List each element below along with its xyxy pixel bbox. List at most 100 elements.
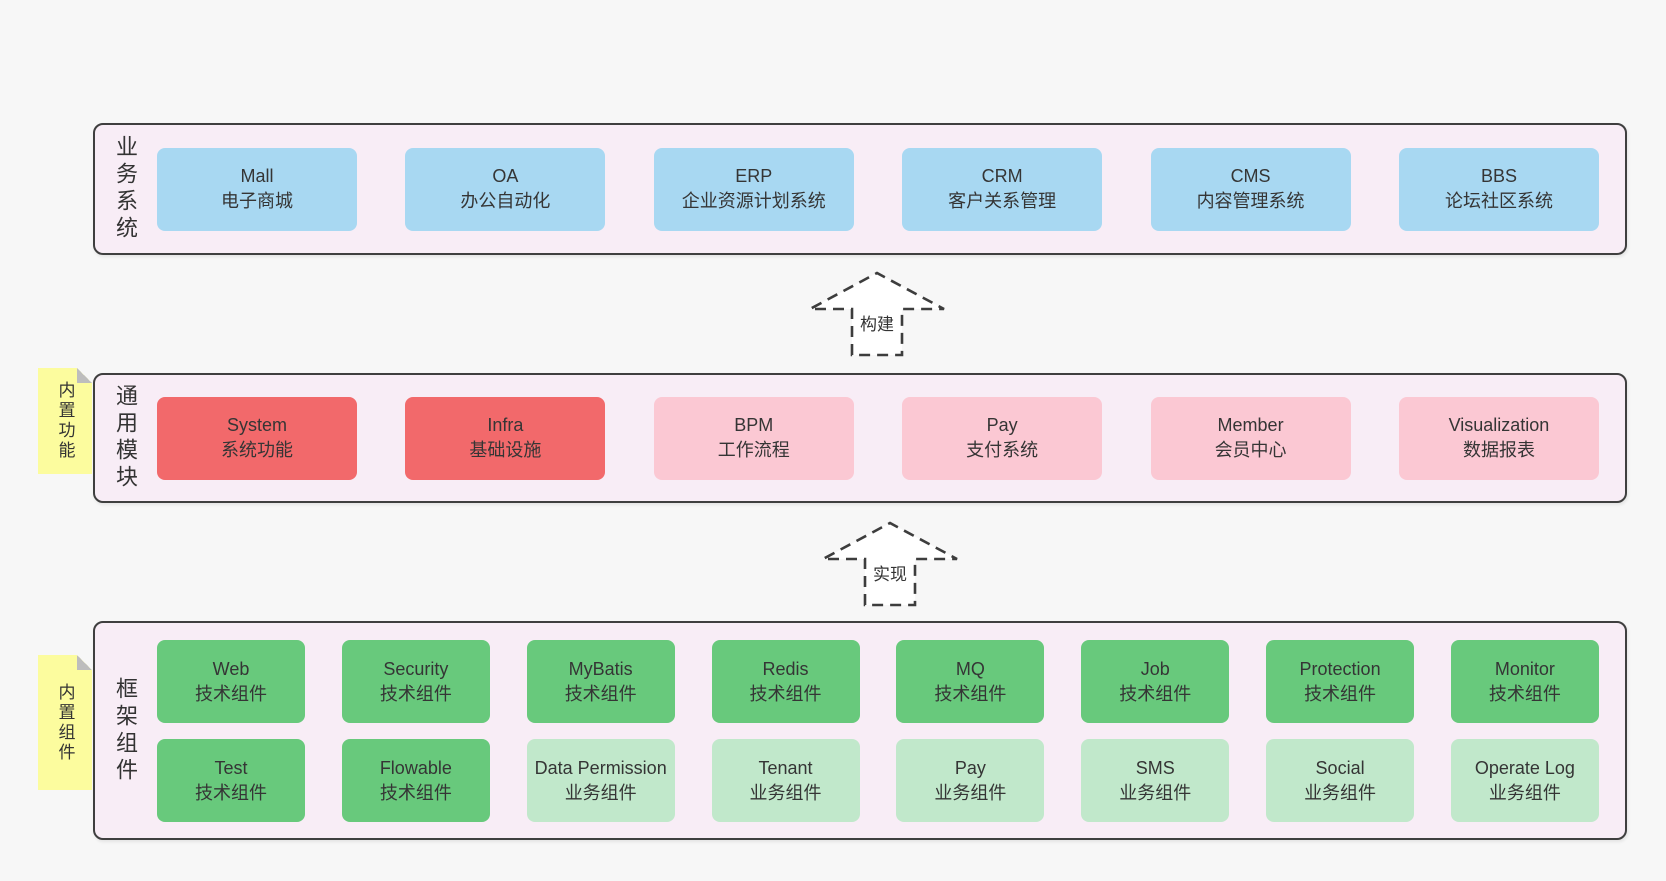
band-boxes: System 系统功能 Infra 基础设施 BPM 工作流程 Pay 支付系统… xyxy=(141,375,1625,501)
band-label-business-systems: 业务系统 xyxy=(113,135,138,243)
box-subtitle: 内容管理系统 xyxy=(1196,191,1305,211)
box-subtitle: 业务组件 xyxy=(1488,782,1561,803)
box-title: Pay xyxy=(986,415,1018,435)
box-title: Operate Log xyxy=(1474,757,1575,778)
sticky-note-built-in-features: 内置功能 xyxy=(38,368,92,474)
box-sms: SMS 业务组件 xyxy=(1081,739,1230,822)
arrow-implement-label: 实现 xyxy=(870,564,910,586)
box-title: Job xyxy=(1140,658,1170,679)
box-subtitle: 业务组件 xyxy=(564,782,637,803)
box-test: Test 技术组件 xyxy=(157,739,305,822)
box-oa: OA 办公自动化 xyxy=(405,147,606,231)
box-data-permission: Data Permission 业务组件 xyxy=(526,739,675,822)
box-infra: Infra 基础设施 xyxy=(405,396,606,480)
sticky-text: 内置功能 xyxy=(55,381,75,461)
box-mall: Mall 电子商城 xyxy=(157,147,357,231)
box-operate-log: Operate Log 业务组件 xyxy=(1450,739,1599,822)
box-title: Member xyxy=(1217,415,1284,435)
box-title: Tenant xyxy=(758,757,813,778)
box-title: MyBatis xyxy=(568,658,633,679)
box-subtitle: 业务组件 xyxy=(1119,782,1192,803)
box-subtitle: 客户关系管理 xyxy=(948,191,1057,211)
box-subtitle: 系统功能 xyxy=(221,440,293,460)
box-title: Social xyxy=(1315,757,1365,778)
box-pay-component: Pay 业务组件 xyxy=(896,739,1045,822)
arrow-build: 构建 xyxy=(805,270,949,358)
sticky-text: 内置组件 xyxy=(55,682,75,763)
box-subtitle: 技术组件 xyxy=(195,782,267,803)
box-member: Member 会员中心 xyxy=(1150,396,1351,480)
band-label-common-modules: 通用模块 xyxy=(113,384,138,492)
box-subtitle: 会员中心 xyxy=(1214,440,1287,460)
box-title: Protection xyxy=(1299,658,1381,679)
box-pay-system: Pay 支付系统 xyxy=(902,396,1103,480)
box-security: Security 技术组件 xyxy=(341,640,490,723)
arrow-implement: 实现 xyxy=(818,520,962,608)
box-protection: Protection 技术组件 xyxy=(1266,640,1415,723)
box-visualization: Visualization 数据报表 xyxy=(1398,396,1599,480)
box-subtitle: 技术组件 xyxy=(934,683,1007,704)
band-boxes: Mall 电子商城 OA 办公自动化 ERP 企业资源计划系统 CRM 客户关系… xyxy=(141,125,1625,253)
box-flowable: Flowable 技术组件 xyxy=(341,739,490,822)
band-label-framework-components: 框架组件 xyxy=(113,676,138,785)
band-boxes: Web 技术组件 Security 技术组件 MyBatis 技术组件 Redi… xyxy=(141,623,1625,838)
box-title: System xyxy=(226,415,287,435)
box-subtitle: 数据报表 xyxy=(1462,440,1535,460)
box-subtitle: 技术组件 xyxy=(749,683,822,704)
box-title: CRM xyxy=(981,166,1023,186)
box-erp: ERP 企业资源计划系统 xyxy=(653,147,854,231)
box-mybatis: MyBatis 技术组件 xyxy=(526,640,675,723)
box-subtitle: 电子商城 xyxy=(221,191,293,211)
box-title: MQ xyxy=(955,658,985,679)
box-title: BBS xyxy=(1480,166,1517,186)
box-title: Security xyxy=(383,658,449,679)
box-title: BPM xyxy=(734,415,774,435)
box-redis: Redis 技术组件 xyxy=(711,640,860,723)
box-title: Test xyxy=(214,757,248,778)
sticky-fold-icon xyxy=(77,368,92,383)
box-subtitle: 业务组件 xyxy=(934,782,1007,803)
box-tenant: Tenant 业务组件 xyxy=(711,739,860,822)
box-cms: CMS 内容管理系统 xyxy=(1150,147,1351,231)
box-title: Mall xyxy=(240,166,274,186)
box-subtitle: 技术组件 xyxy=(195,683,267,704)
box-title: Pay xyxy=(954,757,986,778)
band-common-modules: 通用模块 System 系统功能 Infra 基础设施 BPM 工作流程 Pay… xyxy=(93,373,1627,503)
box-title: Data Permission xyxy=(534,757,667,778)
box-subtitle: 技术组件 xyxy=(1119,683,1192,704)
band-business-systems: 业务系统 Mall 电子商城 OA 办公自动化 ERP 企业资源计划系统 CRM… xyxy=(93,123,1627,255)
box-social: Social 业务组件 xyxy=(1266,739,1415,822)
box-title: Redis xyxy=(762,658,809,679)
box-title: Monitor xyxy=(1494,658,1555,679)
box-title: Visualization xyxy=(1448,415,1550,435)
box-system: System 系统功能 xyxy=(157,396,357,480)
component-row-1: Web 技术组件 Security 技术组件 MyBatis 技术组件 Redi… xyxy=(157,640,1599,723)
sticky-fold-icon xyxy=(77,655,92,670)
box-subtitle: 技术组件 xyxy=(1304,683,1377,704)
sticky-note-built-in-components: 内置组件 xyxy=(38,655,92,790)
component-row-2: Test 技术组件 Flowable 技术组件 Data Permission … xyxy=(157,739,1599,822)
box-title: ERP xyxy=(735,166,773,186)
box-subtitle: 技术组件 xyxy=(1488,683,1561,704)
box-subtitle: 业务组件 xyxy=(1304,782,1377,803)
box-subtitle: 技术组件 xyxy=(564,683,637,704)
box-title: SMS xyxy=(1135,757,1175,778)
arrow-build-label: 构建 xyxy=(857,314,897,336)
box-crm: CRM 客户关系管理 xyxy=(902,147,1103,231)
box-subtitle: 业务组件 xyxy=(749,782,822,803)
box-monitor: Monitor 技术组件 xyxy=(1450,640,1599,723)
box-title: CMS xyxy=(1230,166,1271,186)
box-title: OA xyxy=(492,166,519,186)
box-bbs: BBS 论坛社区系统 xyxy=(1398,147,1599,231)
band-framework-components: 框架组件 Web 技术组件 Security 技术组件 MyBatis 技术组件… xyxy=(93,621,1627,840)
box-subtitle: 工作流程 xyxy=(717,440,790,460)
box-subtitle: 技术组件 xyxy=(379,782,452,803)
box-subtitle: 办公自动化 xyxy=(460,191,551,211)
box-subtitle: 论坛社区系统 xyxy=(1444,191,1553,211)
box-job: Job 技术组件 xyxy=(1081,640,1230,723)
box-subtitle: 企业资源计划系统 xyxy=(681,191,826,211)
box-subtitle: 基础设施 xyxy=(469,440,542,460)
box-subtitle: 支付系统 xyxy=(966,440,1039,460)
box-bpm: BPM 工作流程 xyxy=(653,396,854,480)
box-web: Web 技术组件 xyxy=(157,640,305,723)
